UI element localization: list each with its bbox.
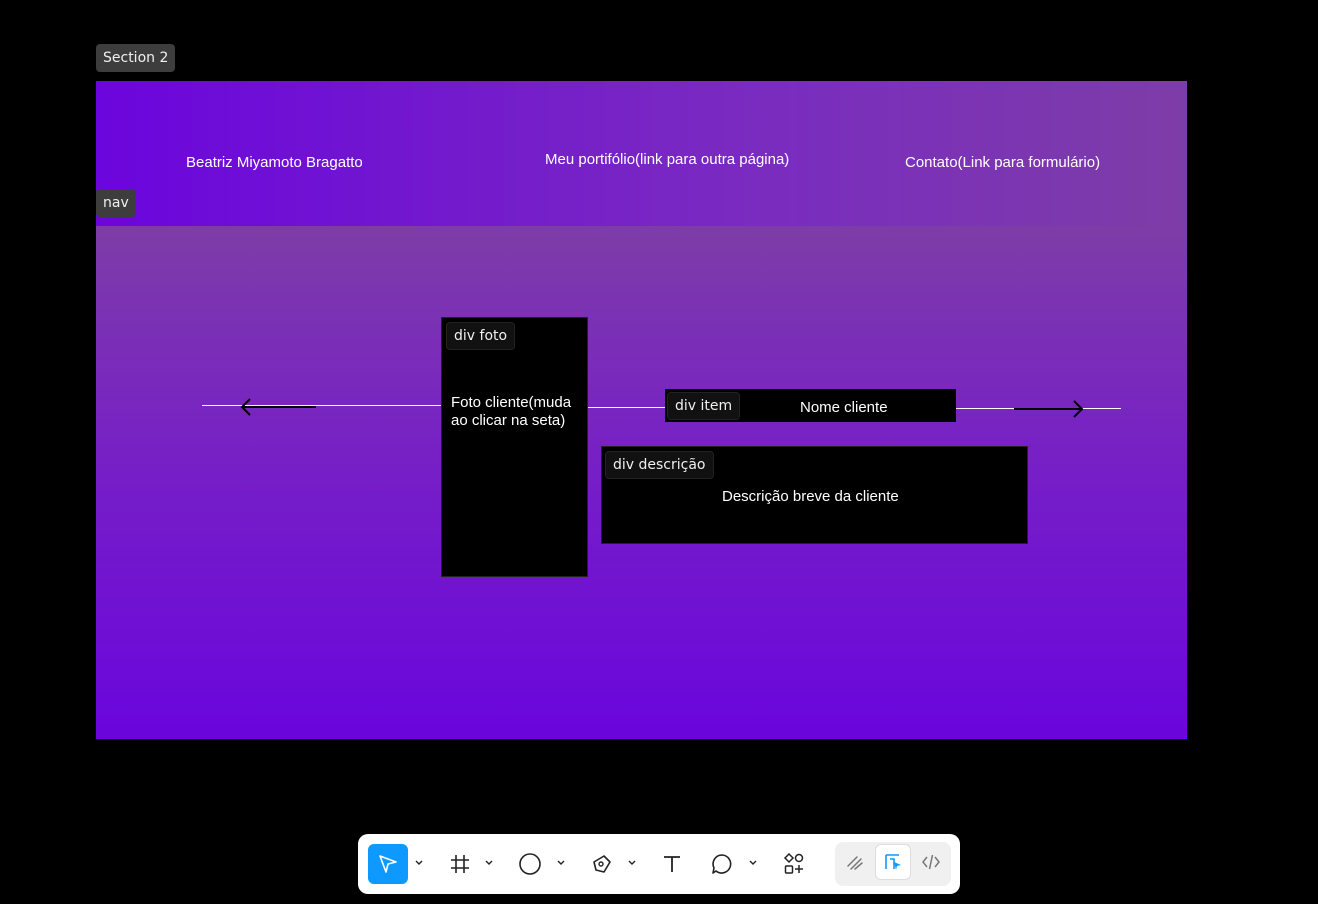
- section-label[interactable]: Section 2: [96, 44, 176, 72]
- chevron-down-icon[interactable]: [484, 856, 494, 870]
- connector-line-mid: [586, 407, 666, 408]
- div-descricao-text: Descrição breve da cliente: [722, 488, 899, 505]
- chevron-down-icon[interactable]: [556, 856, 566, 870]
- nav-contact-link[interactable]: Contato(Link para formulário): [905, 154, 1101, 171]
- div-foto[interactable]: div foto Foto cliente(muda ao clicar na …: [441, 317, 588, 577]
- connector-line-left: [202, 405, 442, 406]
- dev-mode-button[interactable]: [913, 844, 949, 880]
- div-descricao[interactable]: div descrição Descrição breve da cliente: [601, 446, 1028, 544]
- chevron-down-icon[interactable]: [748, 856, 758, 870]
- cursor-icon: [379, 855, 397, 873]
- text-icon: [664, 856, 680, 872]
- nav-label[interactable]: nav: [96, 189, 136, 217]
- components-icon: [783, 852, 804, 874]
- nav-frame[interactable]: Beatriz Miyamoto Bragatto Meu portifólio…: [96, 81, 1187, 227]
- mode-switcher: [835, 842, 951, 886]
- chevron-down-icon[interactable]: [414, 856, 424, 870]
- arrow-left-icon[interactable]: [238, 396, 318, 418]
- bottom-toolbar: [358, 834, 960, 894]
- text-tool-button[interactable]: [652, 844, 692, 884]
- draw-icon: [847, 856, 863, 870]
- div-foto-text: Foto cliente(muda ao clicar na seta): [451, 394, 572, 429]
- nav-portfolio-link[interactable]: Meu portifólio(link para outra página): [545, 151, 790, 168]
- arrow-right-icon[interactable]: [1014, 398, 1086, 420]
- comment-icon: [712, 854, 732, 874]
- div-item[interactable]: div item Nome cliente: [665, 389, 956, 422]
- move-tool-button[interactable]: [368, 844, 408, 884]
- nav-name-text: Beatriz Miyamoto Bragatto: [186, 154, 363, 171]
- chevron-down-icon[interactable]: [627, 856, 637, 870]
- div-item-label[interactable]: div item: [667, 392, 741, 420]
- design-icon: [885, 854, 901, 870]
- frame-tool-button[interactable]: [440, 844, 480, 884]
- comment-tool-button[interactable]: [702, 844, 742, 884]
- frame-icon: [451, 855, 469, 873]
- draw-mode-button[interactable]: [837, 844, 873, 880]
- design-mode-button[interactable]: [875, 844, 911, 880]
- div-foto-label[interactable]: div foto: [446, 322, 516, 350]
- actions-tool-button[interactable]: [774, 844, 814, 884]
- div-item-text: Nome cliente: [800, 399, 888, 416]
- pen-icon: [593, 855, 611, 873]
- ellipse-icon: [519, 853, 541, 875]
- code-icon: [922, 854, 940, 870]
- pen-tool-button[interactable]: [582, 844, 622, 884]
- shape-tool-button[interactable]: [510, 844, 550, 884]
- div-descricao-label[interactable]: div descrição: [605, 451, 714, 479]
